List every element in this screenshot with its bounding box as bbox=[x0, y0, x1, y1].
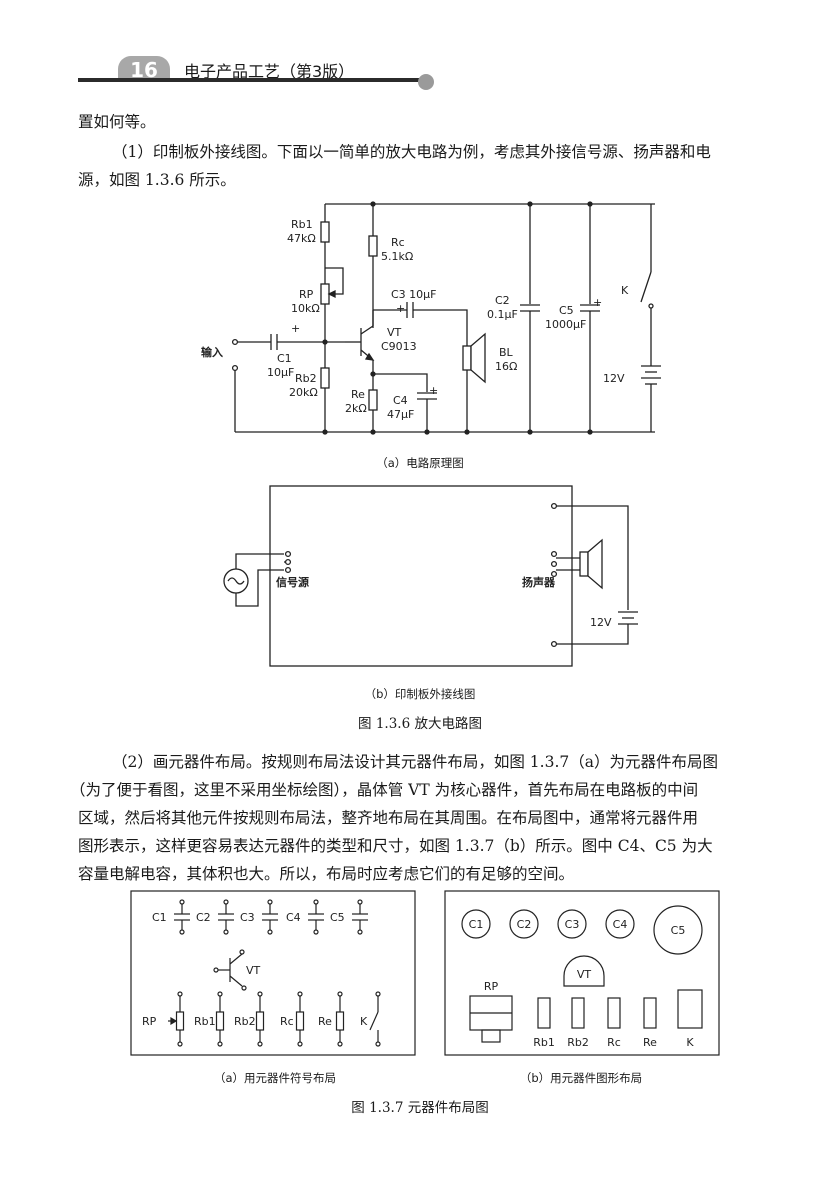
fig137-caption: 图 1.3.7 元器件布局图 bbox=[351, 1100, 489, 1116]
shape-label-c3: C3 bbox=[565, 918, 580, 931]
fig137-b-caption: （b）用元器件图形布局 bbox=[519, 1071, 643, 1085]
label-12v: 12V bbox=[603, 372, 625, 385]
sym-label-rp: RP bbox=[142, 1015, 157, 1028]
header-rule bbox=[78, 78, 423, 82]
paragraph-2-line-5: 容量电解电容，其体积也大。所以，布局时应考虑它们的有足够的空间。 bbox=[78, 865, 575, 883]
header-dot bbox=[418, 74, 434, 90]
paragraph-1-line-1: （1）印制板外接线图。下面以一简单的放大电路为例，考虑其外接信号源、扬声器和电 bbox=[112, 143, 711, 161]
board-wiring-diagram: 信号源 扬声器 12V bbox=[223, 485, 638, 667]
fig136-caption: 图 1.3.6 放大电路图 bbox=[358, 716, 482, 732]
sym-label-c5: C5 bbox=[330, 911, 345, 924]
circuit-schematic: Rb1 47kΩ Rc 5.1kΩ RP 10kΩ C3 10μF + C2 0… bbox=[201, 201, 661, 435]
label-rb1-value: 47kΩ bbox=[287, 232, 316, 245]
label-rp-value: 10kΩ bbox=[291, 302, 320, 315]
label-c4-value: 47μF bbox=[387, 408, 414, 421]
paragraph-2-line-2: （为了便于看图，这里不采用坐标绘图），晶体管 VT 为核心器件，首先布局在电路板… bbox=[70, 781, 699, 799]
sym-label-rc: Rc bbox=[280, 1015, 294, 1028]
label-c3-plus: + bbox=[396, 302, 405, 315]
sym-label-c2: C2 bbox=[196, 911, 211, 924]
shape-label-rb2: Rb2 bbox=[567, 1036, 589, 1049]
label-c4-plus: + bbox=[429, 384, 438, 397]
label-speaker: 扬声器 bbox=[522, 575, 556, 589]
book-title: 电子产品工艺（第3版） bbox=[184, 62, 355, 81]
sym-label-c4: C4 bbox=[286, 911, 301, 924]
label-k: K bbox=[621, 284, 629, 297]
sym-label-c1: C1 bbox=[152, 911, 167, 924]
shape-label-rc: Rc bbox=[607, 1036, 621, 1049]
label-c4: C4 bbox=[393, 394, 408, 407]
label-c3: C3 10μF bbox=[391, 288, 437, 301]
fig136-b-caption: （b）印制板外接线图 bbox=[364, 687, 476, 701]
shape-label-c5: C5 bbox=[671, 924, 686, 937]
sym-label-vt: VT bbox=[246, 964, 261, 977]
label-rc: Rc bbox=[391, 236, 405, 249]
label-vt: VT bbox=[387, 326, 402, 339]
label-signal-source: 信号源 bbox=[276, 575, 309, 589]
label-re-value: 2kΩ bbox=[345, 402, 367, 415]
label-c1-plus: + bbox=[291, 322, 300, 335]
label-input: 输入 bbox=[201, 345, 223, 359]
shape-label-c1: C1 bbox=[469, 918, 484, 931]
sym-label-k: K bbox=[360, 1015, 368, 1028]
label-c5: C5 bbox=[559, 304, 574, 317]
paragraph-intro: 置如何等。 bbox=[78, 113, 156, 131]
shape-label-k: K bbox=[686, 1036, 694, 1049]
shape-label-c2: C2 bbox=[517, 918, 532, 931]
page-number: 16 bbox=[118, 56, 170, 82]
sym-label-rb1: Rb1 bbox=[194, 1015, 216, 1028]
shape-label-rb1: Rb1 bbox=[533, 1036, 555, 1049]
label-c1: C1 bbox=[277, 352, 292, 365]
sym-label-c3: C3 bbox=[240, 911, 255, 924]
label-vt-value: C9013 bbox=[381, 340, 417, 353]
label-rb2-value: 20kΩ bbox=[289, 386, 318, 399]
shape-layout-diagram: C1 C2 C3 C4 C5 VT RP Rb1 Rb2 Rc Re K bbox=[444, 890, 720, 1056]
label-bl-value: 16Ω bbox=[495, 360, 517, 373]
shape-label-vt: VT bbox=[577, 968, 592, 981]
shape-label-re: Re bbox=[643, 1036, 657, 1049]
label-c2-value: 0.1μF bbox=[487, 308, 518, 321]
label-re: Re bbox=[351, 388, 365, 401]
shape-label-rp: RP bbox=[484, 980, 499, 993]
fig137-a-caption: （a）用元器件符号布局 bbox=[213, 1071, 337, 1085]
shape-label-c4: C4 bbox=[613, 918, 628, 931]
paragraph-2-line-4: 图形表示，这样更容易表达元器件的类型和尺寸，如图 1.3.7（b）所示。图中 C… bbox=[78, 837, 713, 855]
label-c1-value: 10μF bbox=[267, 366, 294, 379]
sym-label-re: Re bbox=[318, 1015, 332, 1028]
label-c5-value: 1000μF bbox=[545, 318, 586, 331]
label-rp: RP bbox=[299, 288, 314, 301]
symbol-layout-diagram: C1 C2 C3 C4 C5 VT RP Rb1 Rb2 Rc Re K bbox=[130, 890, 416, 1056]
label-c5-plus: + bbox=[593, 296, 602, 309]
paragraph-2-line-3: 区域，然后将其他元件按规则布局法，整齐地布局在其周围。在布局图中，通常将元器件用 bbox=[78, 809, 699, 827]
label-rc-value: 5.1kΩ bbox=[381, 250, 413, 263]
label-wiring-12v: 12V bbox=[590, 616, 612, 629]
label-rb1: Rb1 bbox=[291, 218, 313, 231]
fig136-a-caption: （a）电路原理图 bbox=[376, 456, 464, 470]
label-rb2: Rb2 bbox=[295, 372, 317, 385]
paragraph-2-line-1: （2）画元器件布局。按规则布局法设计其元器件布局，如图 1.3.7（a）为元器件… bbox=[112, 753, 718, 771]
label-bl: BL bbox=[499, 346, 514, 359]
label-c2: C2 bbox=[495, 294, 510, 307]
sym-label-rb2: Rb2 bbox=[234, 1015, 256, 1028]
paragraph-1-line-2: 源，如图 1.3.6 所示。 bbox=[78, 171, 236, 189]
